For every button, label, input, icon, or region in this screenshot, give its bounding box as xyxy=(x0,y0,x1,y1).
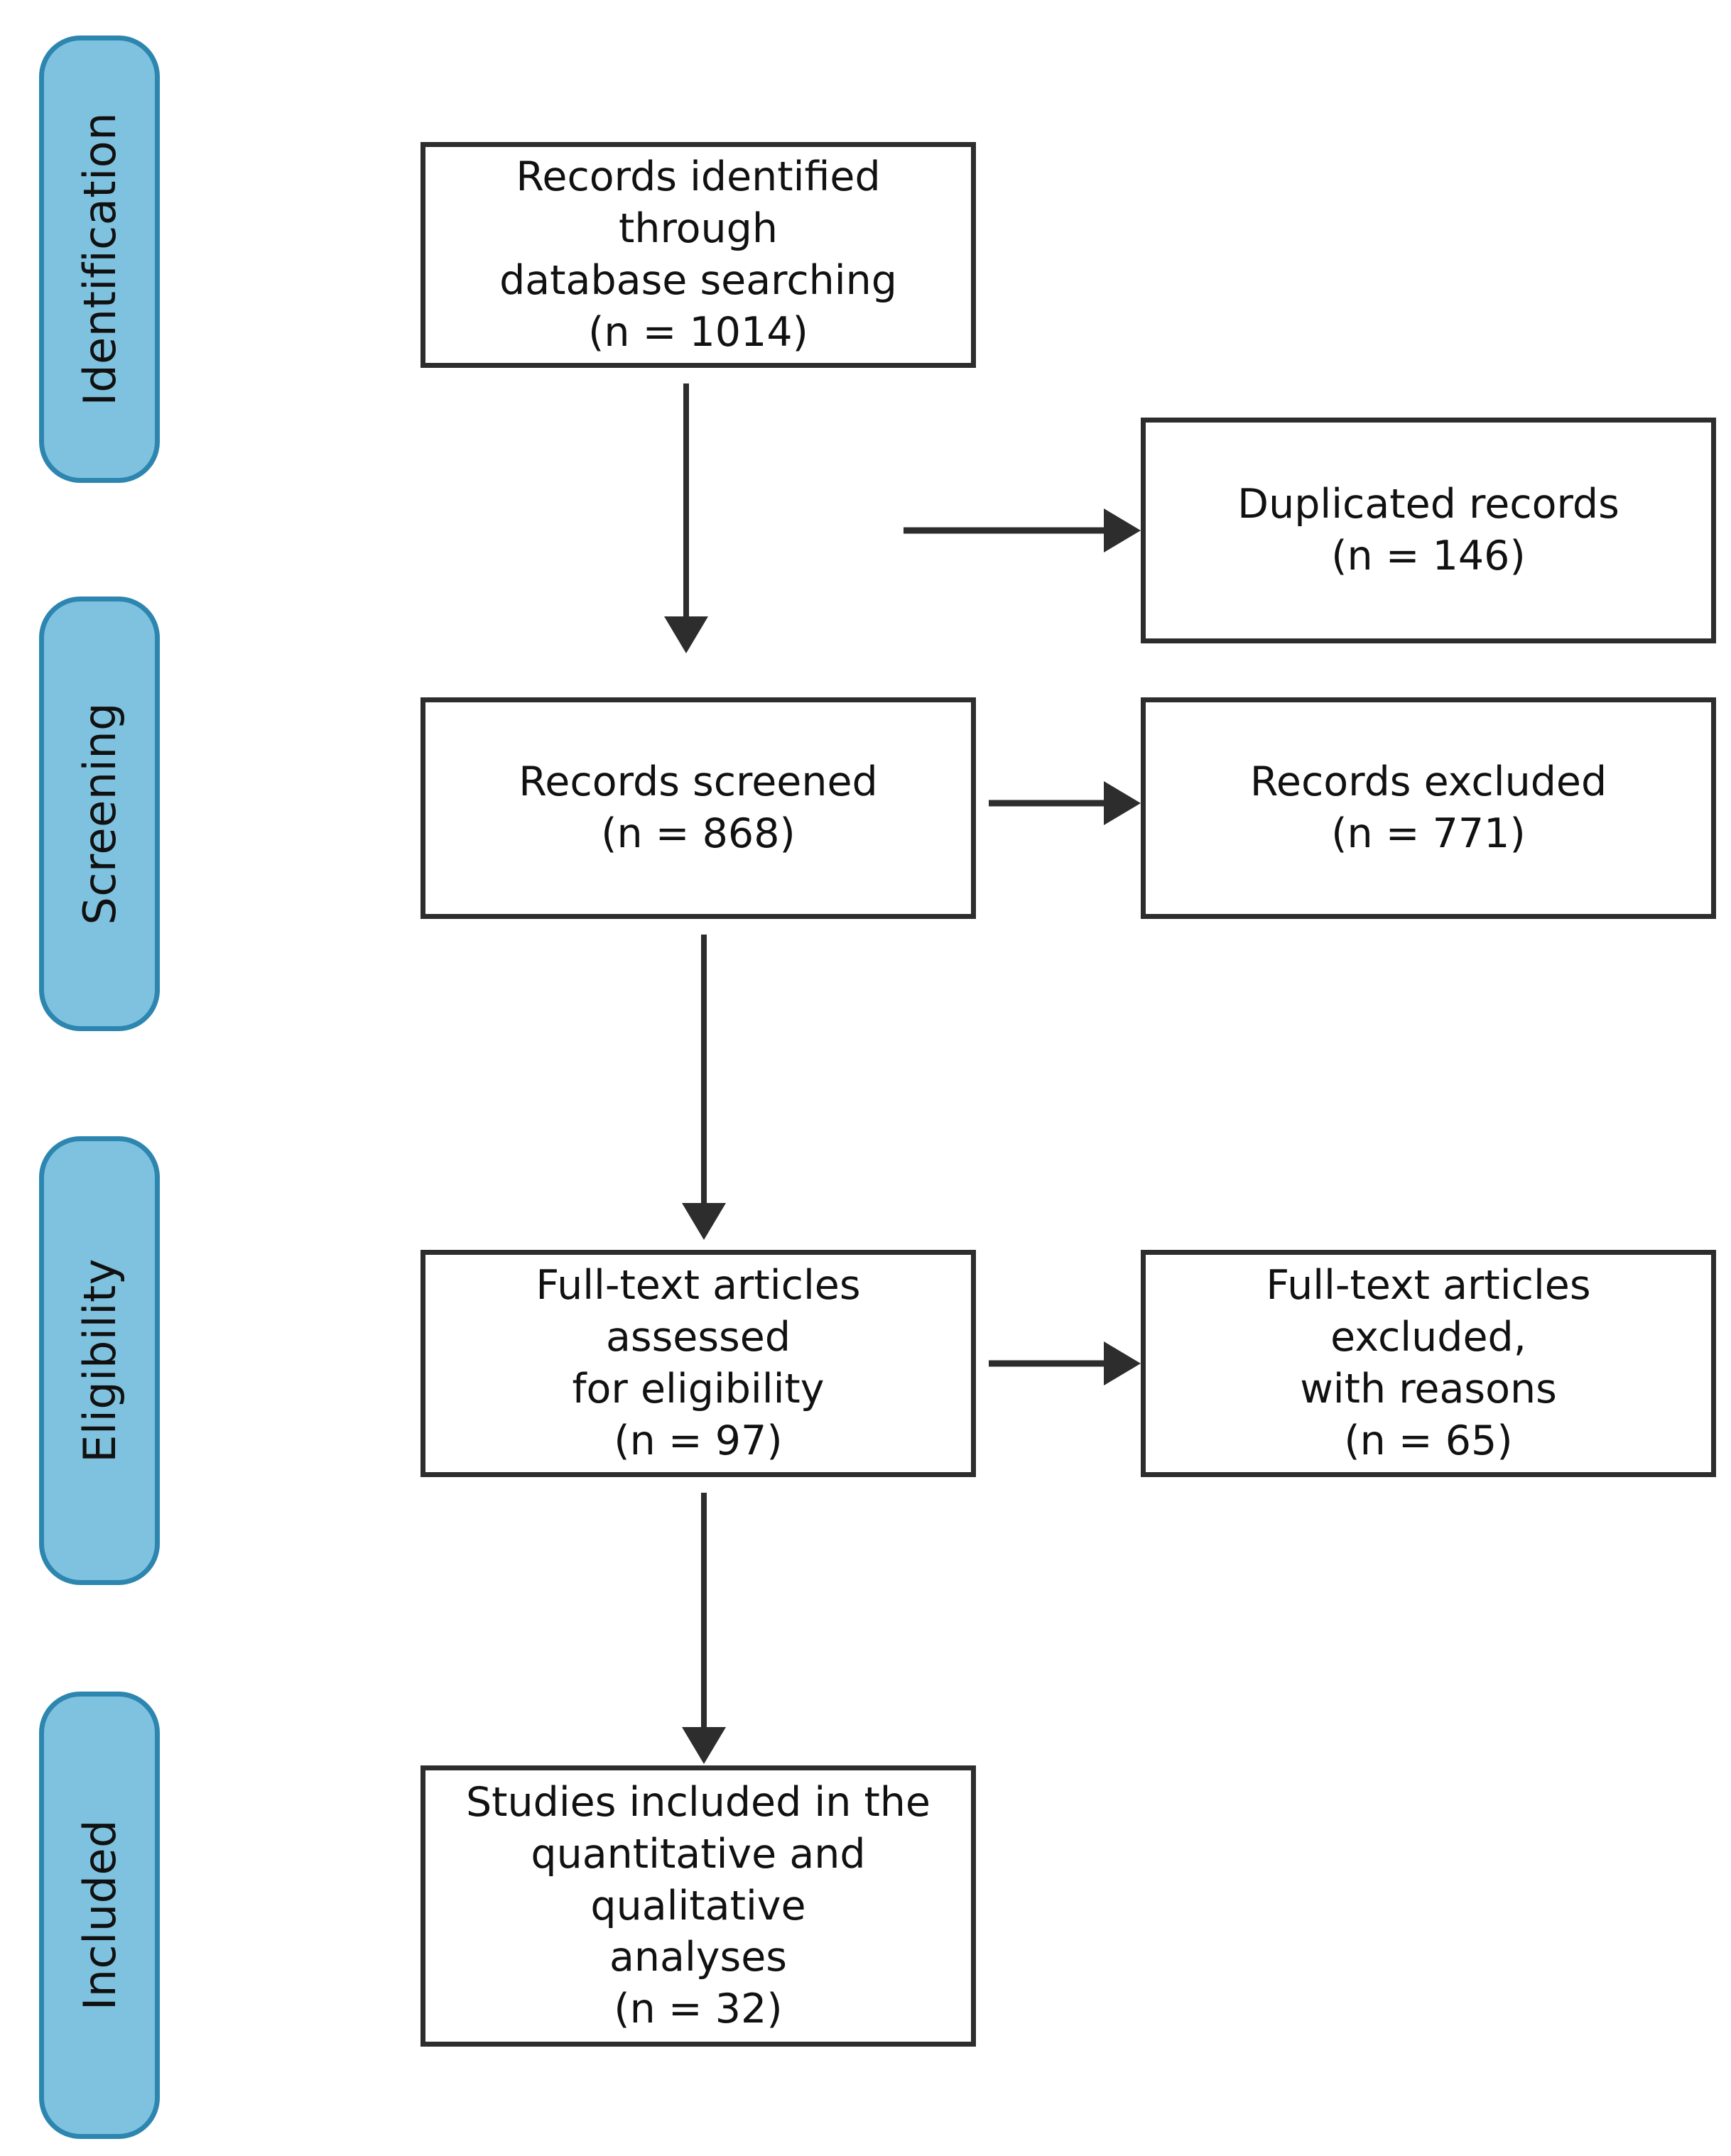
stage-label-screening: Screening xyxy=(39,597,160,1031)
arrow-to-duplicated-records xyxy=(904,508,1141,552)
box-records-identified: Records identified through database sear… xyxy=(420,142,976,368)
box-records-screened-text: Records screened (n = 868) xyxy=(519,758,878,857)
arrow-head xyxy=(1104,508,1141,552)
arrow-to-fulltext-excluded xyxy=(989,1341,1141,1385)
stage-label-identification-text: Identification xyxy=(73,112,126,406)
box-fulltext-excluded-text: Full-text articles excluded, with reason… xyxy=(1266,1262,1591,1464)
box-studies-included: Studies included in the quantitative and… xyxy=(420,1765,976,2047)
arrow-shaft xyxy=(904,527,1109,534)
stage-label-eligibility: Eligibility xyxy=(39,1136,160,1585)
box-fulltext-assessed: Full-text articles assessed for eligibil… xyxy=(420,1250,976,1477)
box-fulltext-assessed-text: Full-text articles assessed for eligibil… xyxy=(536,1262,861,1464)
box-records-excluded: Records excluded (n = 771) xyxy=(1141,697,1716,919)
stage-label-eligibility-text: Eligibility xyxy=(73,1258,126,1463)
arrow-shaft xyxy=(989,800,1109,807)
arrow-shaft xyxy=(701,935,707,1204)
box-fulltext-excluded: Full-text articles excluded, with reason… xyxy=(1141,1250,1716,1477)
arrow-identified-to-screened xyxy=(664,383,708,653)
stage-label-included: Included xyxy=(39,1692,160,2139)
arrow-head xyxy=(664,616,708,653)
arrow-head xyxy=(1104,781,1141,825)
arrow-head xyxy=(682,1727,726,1764)
box-studies-included-text: Studies included in the quantitative and… xyxy=(466,1778,930,2033)
arrow-shaft xyxy=(683,383,689,618)
arrow-shaft xyxy=(701,1493,707,1728)
box-records-identified-text: Records identified through database sear… xyxy=(499,153,897,356)
arrow-head xyxy=(1104,1341,1141,1385)
arrow-head xyxy=(682,1203,726,1240)
stage-label-identification: Identification xyxy=(39,36,160,483)
stage-label-included-text: Included xyxy=(73,1819,126,2011)
box-records-screened: Records screened (n = 868) xyxy=(420,697,976,919)
box-records-excluded-text: Records excluded (n = 771) xyxy=(1249,758,1607,857)
arrow-screened-to-fulltext xyxy=(682,935,726,1240)
arrow-shaft xyxy=(989,1360,1109,1367)
box-duplicated-records: Duplicated records (n = 146) xyxy=(1141,418,1716,643)
arrow-fulltext-to-included xyxy=(682,1493,726,1764)
stage-label-screening-text: Screening xyxy=(73,702,126,925)
arrow-to-records-excluded xyxy=(989,781,1141,825)
box-duplicated-records-text: Duplicated records (n = 146) xyxy=(1237,481,1619,579)
